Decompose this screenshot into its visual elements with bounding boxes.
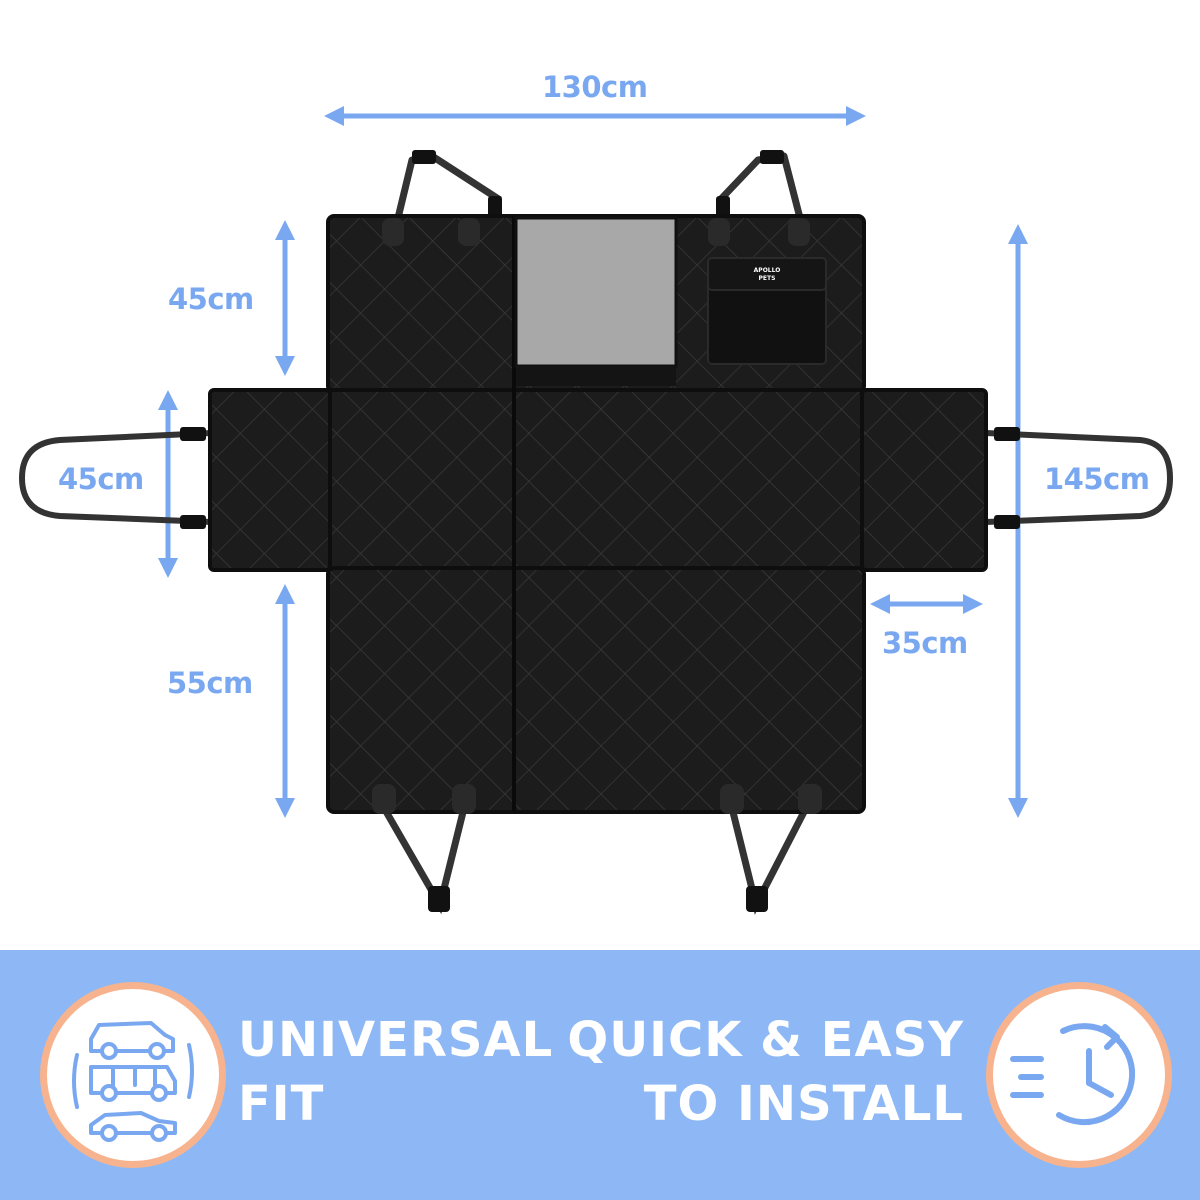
seat-cover-body: APOLLO PETS [208, 214, 988, 814]
dimension-height-flap: 45cm [58, 462, 144, 496]
clock-icon [1010, 1023, 1136, 1126]
brand-logo: APOLLO [754, 267, 781, 274]
dimension-width-top: 130cm [542, 70, 648, 104]
universal-fit-line2: FIT [238, 1076, 325, 1132]
top-straps [394, 152, 804, 219]
quick-install-line2: TO INSTALL [643, 1076, 964, 1132]
brand-sub: PETS [759, 275, 776, 282]
product-diagram: APOLLO PETS 130cm 45cm 45cm 55cm 145cm 3… [18, 70, 1174, 915]
universal-fit-line1: UNIVERSAL [238, 1012, 554, 1068]
features-banner: UNIVERSAL FIT QUICK & EASY TO INSTALL [0, 950, 1200, 1200]
side-straps [18, 430, 1174, 525]
dimension-height-back: 45cm [168, 282, 254, 316]
quick-install-badge [986, 982, 1172, 1168]
dimension-height-total: 145cm [1044, 462, 1150, 496]
quick-install-line1: QUICK & EASY [567, 1012, 964, 1068]
universal-fit-badge [40, 982, 226, 1168]
dimension-height-seat: 55cm [167, 666, 253, 700]
seat-cover-illustration: APOLLO PETS [18, 106, 1174, 915]
vehicles-icon [72, 1021, 194, 1142]
quick-install-text: QUICK & EASY TO INSTALL [567, 1008, 964, 1136]
universal-fit-text: UNIVERSAL FIT [238, 1008, 553, 1136]
dimension-width-flap: 35cm [882, 626, 968, 660]
